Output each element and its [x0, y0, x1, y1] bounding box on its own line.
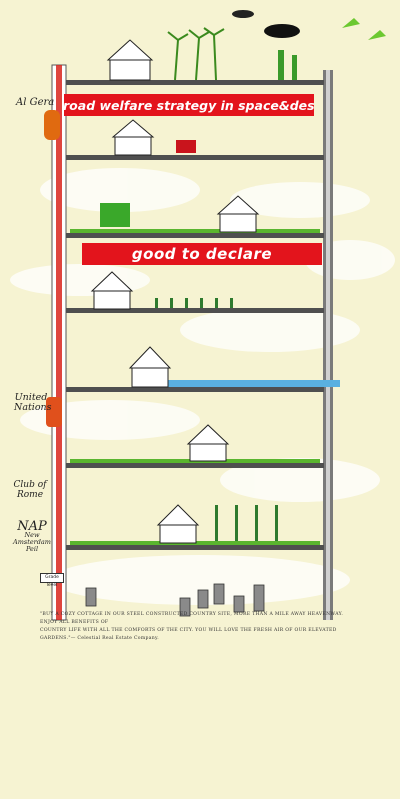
- green-birds: [342, 18, 386, 40]
- cottage-floor3: [216, 195, 260, 233]
- cottage-floor5: [128, 346, 172, 388]
- label-united-nations: United Nations: [14, 392, 52, 413]
- floor-slabs: [66, 80, 324, 550]
- caption-line-1: "BUY A COZY COTTAGE IN OUR STEEL CONSTRU…: [40, 612, 344, 625]
- label-al-gera: Al Gera: [16, 97, 55, 108]
- cottage-floor6: [186, 424, 230, 462]
- cottage-floor2: [111, 119, 155, 156]
- cottage-floor7: [156, 504, 200, 544]
- caption-text: "BUY A COZY COTTAGE IN OUR STEEL CONSTRU…: [40, 611, 360, 643]
- ground-buildings: [85, 583, 265, 617]
- label-nations: Nations: [14, 402, 52, 413]
- umbrella: [264, 24, 300, 38]
- label-nap-line3: Peil: [25, 545, 39, 553]
- cactus-plants: [278, 50, 297, 80]
- label-nap-title: NAP: [17, 519, 47, 534]
- label-club-of-rome: Club of Rome: [13, 480, 47, 500]
- label-nap: NAP New Amsterdam Peil: [12, 519, 52, 553]
- steel-columns: [51, 64, 333, 621]
- caption-line-2: COUNTRY LIFE WITH ALL THE COMFORTS OF TH…: [40, 628, 337, 641]
- flying-saucer: [232, 10, 254, 18]
- cottage-floor1: [106, 39, 154, 81]
- label-nap-line1: New: [24, 531, 40, 539]
- water-channel: [150, 380, 340, 387]
- cottages: [90, 39, 260, 544]
- palm-trees: [167, 27, 225, 81]
- label-united: United: [14, 392, 48, 403]
- welfare-strategy-banner: a broad welfare strategy in space&design: [64, 94, 314, 116]
- life-buoy-middle: [46, 397, 62, 427]
- cottage-floor4: [90, 271, 134, 310]
- good-to-declare-banner: good to declare: [82, 243, 322, 265]
- red-wagon: [176, 140, 196, 153]
- green-tractor: [100, 203, 130, 227]
- plant-rows: [155, 298, 278, 541]
- label-nap-line2: Amsterdam: [13, 538, 51, 546]
- grade-level-sign: Grade level: [40, 573, 64, 588]
- life-buoy-top: [44, 110, 60, 140]
